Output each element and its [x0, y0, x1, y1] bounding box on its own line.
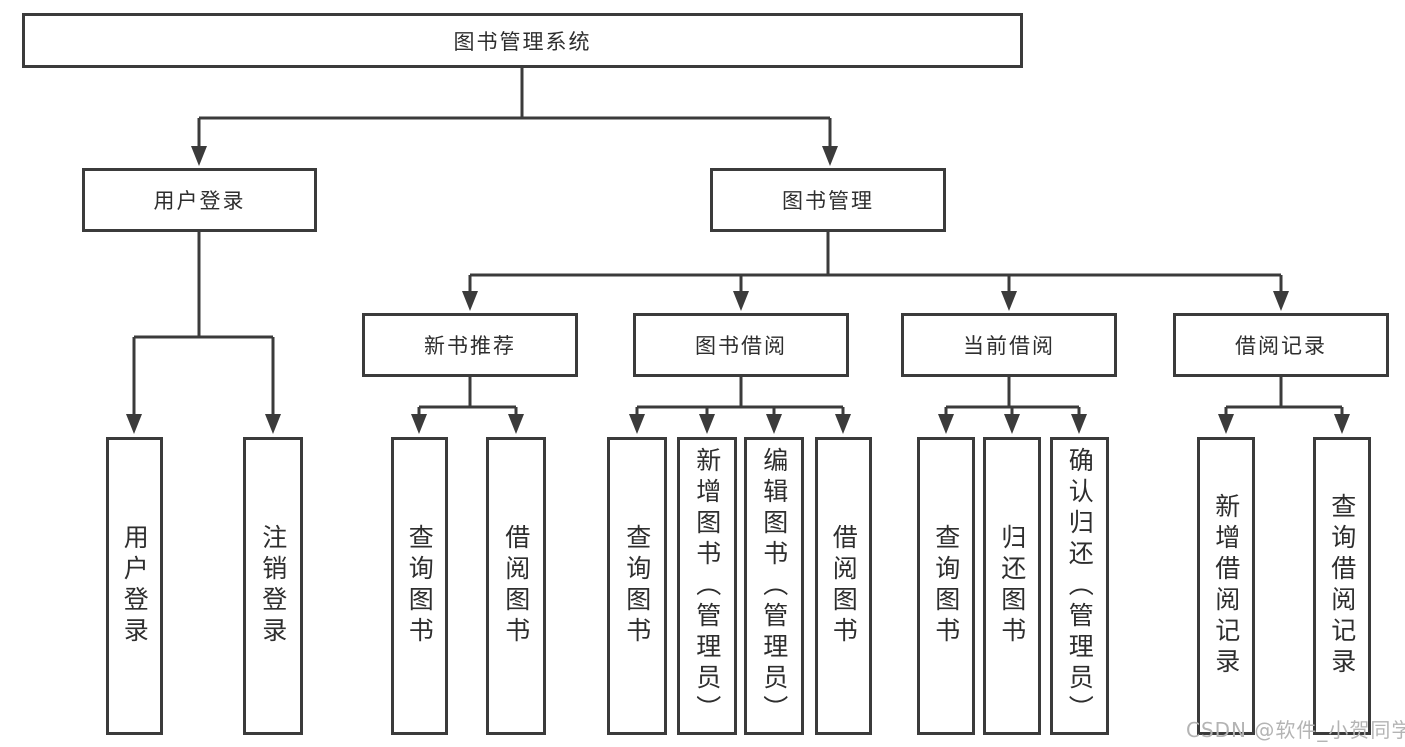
- leaf-borrow-books-recommend: 借阅图书: [486, 437, 546, 735]
- node-book-borrowing: 图书借阅: [633, 313, 849, 377]
- leaf-query-books-recommend: 查询图书: [391, 437, 448, 735]
- node-current-borrowing: 当前借阅: [901, 313, 1117, 377]
- leaf-return-book: 归还图书: [983, 437, 1041, 735]
- leaf-add-book-admin: 新增图书（管理员）: [677, 437, 737, 735]
- node-user-login: 用户登录: [82, 168, 317, 232]
- node-book-management: 图书管理: [710, 168, 946, 232]
- node-borrowing-records: 借阅记录: [1173, 313, 1389, 377]
- leaf-query-books-borrowing: 查询图书: [607, 437, 667, 735]
- leaf-confirm-return-admin: 确认归还（管理员）: [1050, 437, 1109, 735]
- leaf-logout-login: 注销登录: [243, 437, 303, 735]
- arrowheads: [126, 146, 1350, 434]
- leaf-query-borrow-record: 查询借阅记录: [1313, 437, 1371, 735]
- leaf-edit-book-admin: 编辑图书（管理员）: [744, 437, 804, 735]
- leaf-query-books-current: 查询图书: [917, 437, 975, 735]
- leaf-add-borrow-record: 新增借阅记录: [1197, 437, 1255, 735]
- leaf-user-login: 用户登录: [106, 437, 163, 735]
- node-library-system: 图书管理系统: [22, 13, 1023, 68]
- node-new-book-recommend: 新书推荐: [362, 313, 578, 377]
- leaf-borrow-books-borrowing: 借阅图书: [815, 437, 872, 735]
- csdn-watermark: CSDN @软件_小贺同学: [1186, 718, 1405, 742]
- connector-stems: [132, 68, 1344, 418]
